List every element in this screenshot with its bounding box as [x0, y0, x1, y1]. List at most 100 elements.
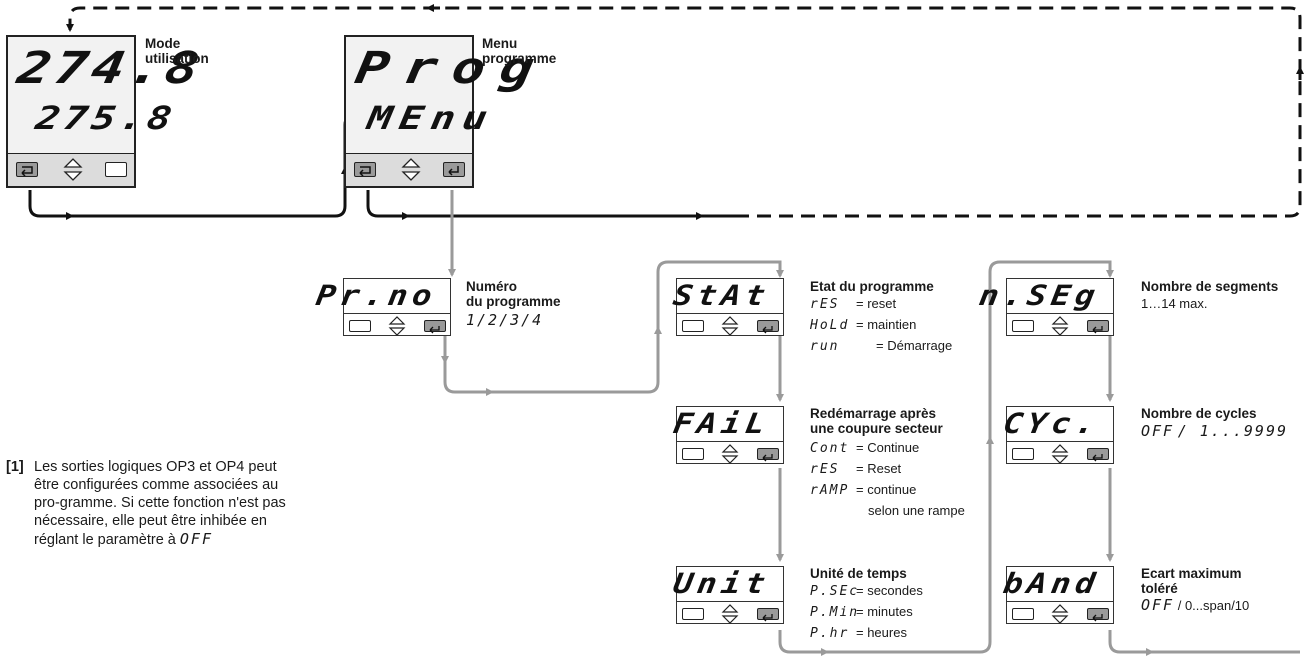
prno-code: Pr.no [313, 279, 439, 312]
cyc-display: CYc. [1000, 407, 1113, 442]
return-loop-icon [21, 166, 33, 177]
cyc-title: Nombre de cycles [1141, 406, 1257, 421]
unit-option-label: = secondes [856, 583, 923, 598]
nseg-panel: n.SEg [976, 278, 1114, 337]
up-down-arrows-icon[interactable] [1051, 603, 1069, 625]
page-key[interactable] [1012, 448, 1034, 460]
gray-path-unit-to-nseg [778, 260, 1112, 654]
page-key[interactable] [1012, 608, 1034, 620]
prog-key-bar [346, 153, 472, 186]
up-down-arrows-icon[interactable] [1051, 315, 1069, 337]
band-code: bAnd [1000, 567, 1102, 600]
cyc-code: CYc. [1000, 407, 1102, 440]
unit-option-label: = heures [856, 625, 907, 640]
mode-value-line2: 275.8 [32, 99, 179, 137]
prog-value-line2: MEnu [364, 99, 498, 137]
page-key[interactable] [682, 320, 704, 332]
nseg-code: n.SEg [976, 279, 1102, 312]
stat-display: StAt [670, 279, 783, 314]
fail-option-2: rAMP = continue [810, 482, 916, 499]
enter-key[interactable] [1087, 448, 1109, 462]
footnote-number: [1] [6, 459, 24, 475]
mode-panel: 274.8 275.8 [6, 35, 207, 188]
fail-title-2: une coupure secteur [810, 421, 943, 436]
fail-option-code: Cont [810, 441, 850, 456]
up-down-arrows-icon[interactable] [401, 156, 421, 183]
up-down-arrows-icon[interactable] [63, 156, 83, 183]
mode-key-bar [8, 153, 134, 186]
prog-display: Prog MEnu [346, 37, 553, 155]
stat-code: StAt [670, 279, 772, 312]
up-down-arrows-icon[interactable] [721, 315, 739, 337]
unit-title: Unité de temps [810, 566, 907, 581]
prog-title: Menu programme [482, 36, 557, 66]
enter-key[interactable] [757, 608, 779, 622]
fail-option-label: = Reset [856, 461, 902, 476]
stat-option-code: HoLd [810, 318, 850, 333]
stat-option-label: = maintien [856, 317, 917, 332]
unit-option-code: P.SEc [810, 584, 860, 599]
gray-path-band-out [1108, 630, 1300, 654]
stat-option-1: HoLd = maintien [810, 317, 916, 334]
enter-key[interactable] [424, 320, 446, 334]
up-down-arrows-icon[interactable] [721, 443, 739, 465]
page-key[interactable] [16, 162, 38, 177]
unit-option-0: P.SEc= secondes [810, 583, 923, 600]
enter-key[interactable] [757, 320, 779, 334]
stat-option-label: = reset [856, 296, 897, 311]
stat-option-code: rES [810, 297, 840, 312]
unit-display: Unit [670, 567, 783, 602]
band-off-code: OFF [1141, 596, 1175, 614]
cyc-range: / 1...9999 [1177, 422, 1289, 440]
stat-option-label: = Démarrage [876, 338, 953, 353]
up-down-arrows-icon[interactable] [721, 603, 739, 625]
fail-option-label: = Continue [856, 440, 920, 455]
prog-panel: Prog MEnu [344, 35, 553, 188]
enter-key[interactable] [1087, 320, 1109, 334]
enter-key[interactable] [1087, 608, 1109, 622]
band-range: / 0...span/10 [1177, 598, 1250, 613]
stat-title: Etat du programme [810, 279, 934, 294]
unit-option-1: P.Min= minutes [810, 604, 913, 621]
footnote-text-block: Les sorties logiques OP3 et OP4 peut êtr… [34, 458, 304, 549]
unit-option-label: = minutes [856, 604, 913, 619]
fail-code: FAiL [670, 407, 772, 440]
fail-option-0: Cont = Continue [810, 440, 919, 457]
unit-option-code: P.Min [810, 605, 860, 620]
fail-option-code: rAMP [810, 483, 850, 498]
fail-option-1: rES= Reset [810, 461, 901, 478]
prno-panel: Pr.no [313, 278, 451, 337]
band-panel: bAnd [1000, 566, 1114, 625]
cyc-desc: OFF / 1...9999 [1141, 423, 1288, 440]
stat-option-code: run [810, 339, 840, 354]
page-key[interactable] [354, 162, 376, 177]
mode-display: 274.8 275.8 [8, 37, 207, 155]
page-key[interactable] [1012, 320, 1034, 332]
band-title-2: toléré [1141, 581, 1178, 596]
enter-icon [762, 326, 773, 334]
footnote-off-code: OFF [179, 530, 213, 548]
enter-icon [1092, 614, 1103, 622]
fail-panel: FAiL [670, 406, 784, 465]
page-key[interactable] [682, 608, 704, 620]
fail-display: FAiL [670, 407, 783, 442]
dashed-return-path [68, 6, 1302, 218]
enter-icon [1092, 326, 1103, 334]
fail-option-label: = continue [856, 482, 917, 497]
enter-key[interactable] [105, 162, 127, 177]
enter-key[interactable] [443, 162, 465, 177]
enter-key[interactable] [757, 448, 779, 462]
up-down-arrows-icon[interactable] [1051, 443, 1069, 465]
unit-option-2: P.hr= heures [810, 625, 907, 642]
page-key[interactable] [349, 320, 371, 332]
nseg-display: n.SEg [976, 279, 1113, 314]
stat-option-0: rES = reset [810, 296, 896, 313]
prno-title-1: Numéro [466, 279, 518, 294]
unit-panel: Unit [670, 566, 784, 625]
up-down-arrows-icon[interactable] [388, 315, 406, 337]
footnote-text: Les sorties logiques OP3 et OP4 peut êtr… [34, 459, 286, 548]
unit-code: Unit [670, 567, 772, 600]
page-key[interactable] [682, 448, 704, 460]
prno-display: Pr.no [313, 279, 450, 314]
